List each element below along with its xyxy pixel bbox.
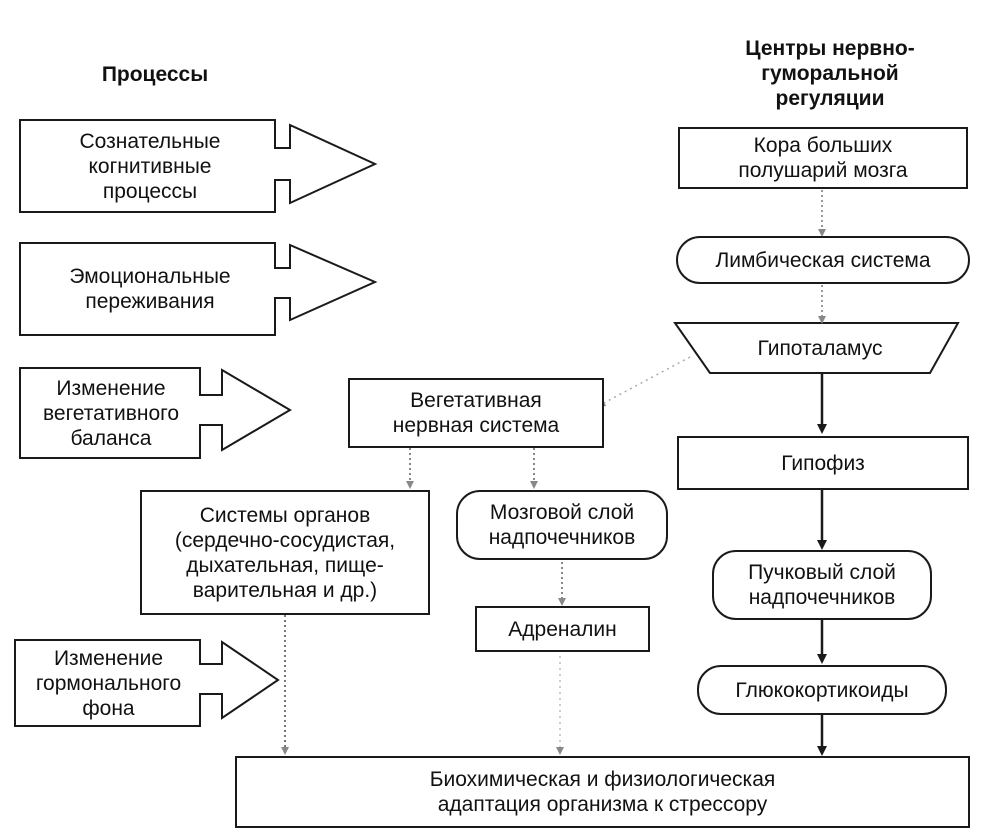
- adrenal-medulla-box: Мозговой слой надпочечников: [456, 490, 668, 560]
- pituitary-label: Гипофиз: [781, 451, 865, 475]
- adaptation-line-1: Биохимическая и физиологическая: [429, 768, 776, 791]
- pituitary-box: Гипофиз: [677, 436, 969, 490]
- adrenaline-label: Адреналин: [508, 617, 617, 641]
- organs-line-1: Системы органов: [199, 503, 371, 527]
- adrenal-medulla-line-2: надпочечников: [488, 526, 636, 549]
- process-arrow-shape-1: [19, 119, 378, 213]
- process-label-vegetative-line-3: баланса: [70, 426, 152, 450]
- glucocorticoids-box: Глюкокортикоиды: [697, 665, 947, 715]
- organs-line-3: дыхательная, пище-: [186, 553, 384, 577]
- centers-header-line-1: Центры нервно-: [745, 37, 915, 60]
- process-label-cognitive-line-2: когнитивные: [88, 154, 212, 178]
- limbic-label: Лимбическая система: [715, 248, 931, 272]
- processes-header-text: Процессы: [101, 63, 209, 86]
- process-label-emotional-line-2: переживания: [85, 290, 215, 313]
- process-label-emotional: Эмоциональные переживания: [25, 245, 275, 333]
- organs-line-2: (сердечно-сосудистая,: [174, 528, 396, 552]
- process-label-vegetative-line-2: вегетативного: [42, 401, 180, 425]
- process-label-emotional-line-1: Эмоциональные: [69, 265, 231, 288]
- hypothalamus-text: Гипоталамус: [757, 336, 883, 360]
- ans-box: Вегетативная нервная система: [348, 378, 604, 448]
- adrenal-cortex-line-1: Пучковый слой: [748, 561, 896, 584]
- process-label-cognitive-line-1: Сознательные: [79, 129, 221, 153]
- glucocorticoids-label: Глюкокортикоиды: [735, 678, 909, 702]
- adrenal-cortex-box: Пучковый слой надпочечников: [712, 550, 932, 620]
- process-label-hormonal-line-3: фона: [82, 696, 135, 720]
- process-label-vegetative-line-1: Изменение: [56, 376, 166, 400]
- organs-box: Системы органов (сердечно-сосудистая, ды…: [140, 490, 430, 615]
- process-label-hormonal-line-1: Изменение: [53, 646, 164, 670]
- hypothalamus-to-ans-connector: [597, 356, 691, 407]
- process-label-cognitive-line-3: процессы: [102, 179, 198, 203]
- cortex-line-1: Кора больших: [753, 134, 893, 157]
- process-arrow-shape-2: [19, 242, 378, 336]
- organs-line-4: варительная и др.): [192, 578, 378, 602]
- centers-header-line-2: гуморальной: [761, 62, 899, 85]
- process-label-vegetative: Изменение вегетативного баланса: [22, 370, 200, 456]
- process-arrow-shape-3: [19, 367, 292, 459]
- hypothalamus-label: Гипоталамус: [710, 323, 930, 373]
- cortex-line-2: полушарий мозга: [738, 159, 908, 182]
- adaptation-box: Биохимическая и физиологическая адаптаци…: [235, 756, 970, 828]
- process-arrow-shape-4: [14, 639, 280, 727]
- adrenaline-box: Адреналин: [475, 606, 650, 652]
- centers-header: Центры нервно- гуморальной регуляции: [700, 36, 960, 111]
- centers-header-line-3: регуляции: [775, 87, 885, 110]
- process-label-hormonal: Изменение гормонального фона: [17, 642, 200, 724]
- ans-line-2: нервная система: [392, 414, 560, 437]
- processes-header: Процессы: [60, 62, 250, 87]
- process-label-hormonal-line-2: гормонального: [35, 671, 182, 695]
- adaptation-line-2: адаптация организма к стрессору: [437, 793, 768, 816]
- cortex-box: Кора больших полушарий мозга: [678, 127, 968, 189]
- adrenal-cortex-line-2: надпочечников: [748, 586, 896, 609]
- hypothalamus-shape: [673, 322, 960, 374]
- process-label-cognitive: Сознательные когнитивные процессы: [25, 122, 275, 210]
- limbic-box: Лимбическая система: [676, 236, 970, 284]
- ans-line-1: Вегетативная: [410, 389, 542, 412]
- adrenal-medulla-line-1: Мозговой слой: [489, 501, 635, 524]
